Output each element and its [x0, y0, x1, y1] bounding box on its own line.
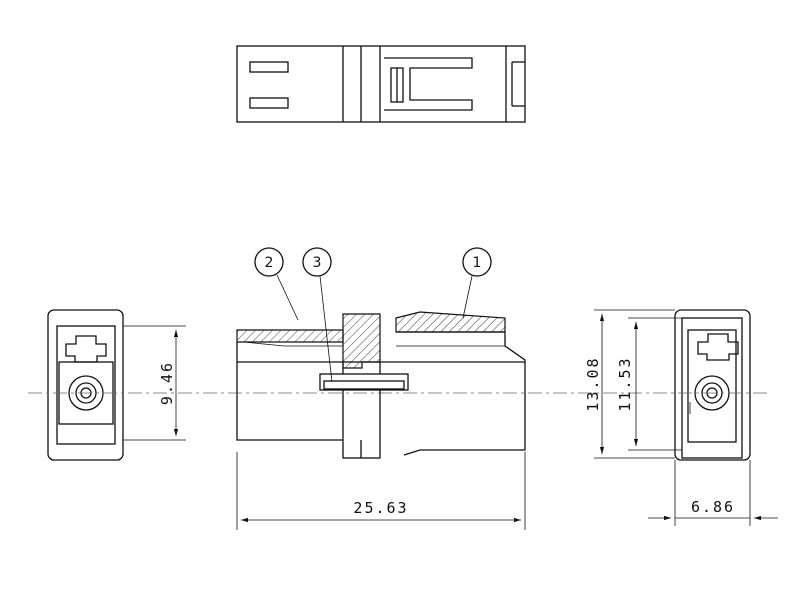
balloon-2: 2	[254, 247, 299, 321]
svg-text:11.53: 11.53	[616, 356, 634, 411]
svg-text:13.08: 13.08	[584, 356, 602, 411]
svg-text:3: 3	[313, 255, 322, 271]
svg-text:2: 2	[265, 255, 274, 271]
right-end-view	[674, 309, 751, 461]
dimension-outer-height: 13.08	[584, 309, 675, 459]
section-view	[236, 311, 526, 459]
balloon-3: 3	[302, 247, 333, 383]
dimension-side-width: 6.86	[648, 460, 778, 526]
top-view	[236, 45, 526, 123]
svg-text:6.86: 6.86	[691, 498, 735, 516]
left-end-view	[47, 309, 124, 461]
svg-text:1: 1	[473, 255, 482, 271]
dimension-overall-length: 25.63	[236, 452, 526, 530]
svg-text:9.46: 9.46	[158, 361, 176, 405]
balloon-1: 1	[462, 247, 492, 319]
dimension-front-height: 9.46	[123, 325, 186, 441]
dimension-inner-height: 11.53	[616, 317, 682, 451]
svg-text:25.63: 25.63	[353, 499, 408, 517]
